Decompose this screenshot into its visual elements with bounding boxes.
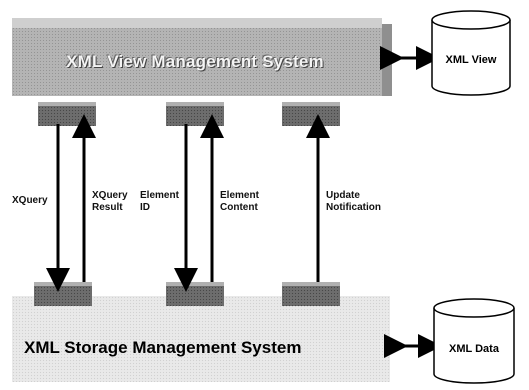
label-element-id: Element ID — [140, 190, 179, 213]
label-xquery: XQuery — [12, 195, 48, 206]
xml-storage-management-system-box — [12, 296, 390, 382]
label-element-content: Element Content — [220, 190, 259, 213]
xml-view-label: XML View — [445, 54, 497, 66]
xml-data-label: XML Data — [449, 343, 499, 355]
xml-data-cylinder — [433, 298, 515, 384]
top-port-3 — [282, 102, 340, 126]
label-update-notification: Update Notification — [326, 190, 381, 213]
xml-view-cylinder — [431, 10, 511, 96]
bottom-port-3 — [282, 282, 340, 306]
top-system-title: XML View Management System — [66, 52, 324, 71]
xml-view-management-system-box — [12, 18, 392, 96]
label-xquery-result: XQuery Result — [92, 190, 128, 213]
bottom-system-title: XML Storage Management System — [24, 338, 302, 357]
